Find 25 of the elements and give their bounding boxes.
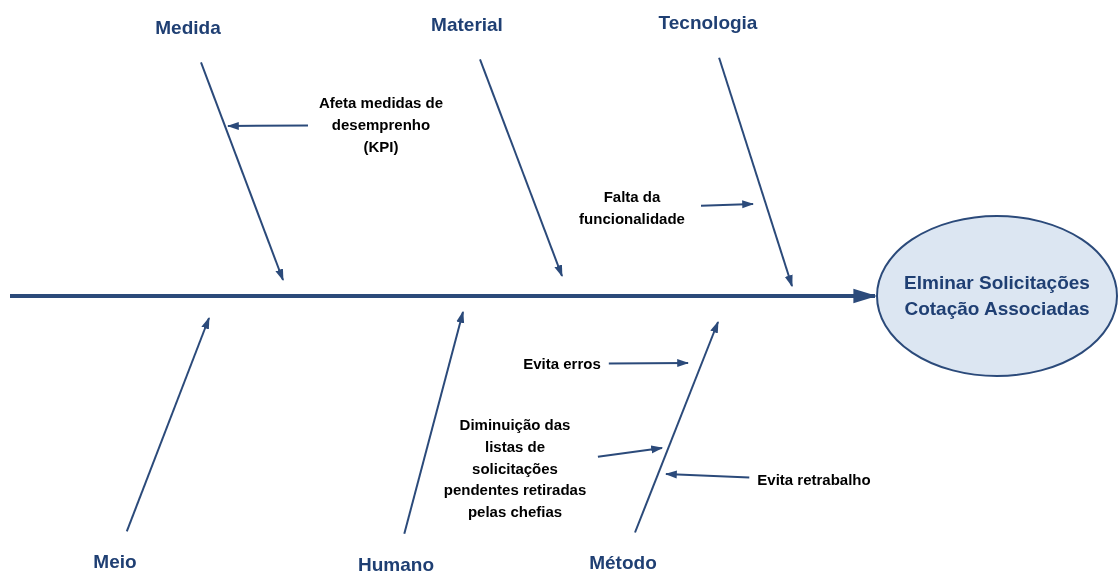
arrow [125,317,210,533]
arrow [665,470,751,479]
effect-ellipse [875,214,1118,378]
cause-text: Evita retrabalho [757,469,871,491]
arrow [479,58,563,277]
category-label: Medida [155,14,221,42]
arrow [607,359,689,368]
arrow [596,445,663,458]
arrow [718,56,794,287]
category-label: Material [431,11,503,39]
arrow [227,121,309,130]
category-label: Método [589,549,657,573]
category-label: Meio [93,548,137,573]
arrow [200,61,284,281]
cause-text: Evita erros [523,353,601,375]
category-label: Humano [358,551,434,573]
cause-text: Diminuição das listas de solicitações pendentes retiradas pelas chefias [440,413,590,523]
cause-text: Falta da funcionalidade [571,186,693,230]
arrow [634,321,719,534]
cause-text: Afeta medidas de desemprenho (KPI) [318,92,444,158]
effect-text: Elminar Solicitações Cotação Associadas [903,271,1091,321]
spine-arrow [10,288,877,304]
arrow [700,200,754,209]
category-label: Tecnologia [658,9,758,37]
arrow [403,311,465,535]
